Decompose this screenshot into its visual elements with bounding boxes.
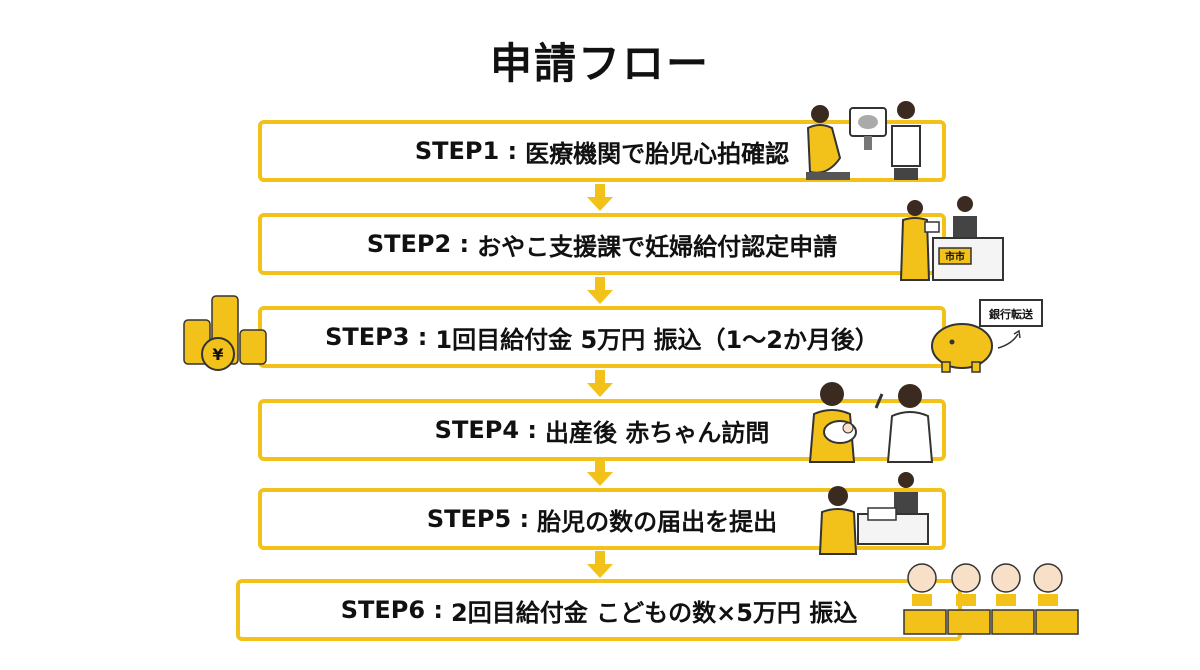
step-3-text: 1回目給付金 5万円 振込（1〜2か月後） xyxy=(435,325,879,354)
newborn-visit-icon xyxy=(808,382,934,463)
step-2-text: おやこ支援課で妊婦給付認定申請 xyxy=(477,232,838,261)
arrow-down-icon xyxy=(587,277,613,304)
step-5-text: 胎児の数の届出を提出 xyxy=(537,507,778,536)
step-6-box: STEP6 : 2回目給付金 こどもの数×5万円 振込 xyxy=(236,579,962,641)
step-4-label: STEP4 : xyxy=(434,416,537,444)
city-sign-text: 市市 xyxy=(945,250,965,263)
step-3-box: STEP3 : 1回目給付金 5万円 振込（1〜2か月後） xyxy=(258,306,946,368)
submission-desk-icon xyxy=(818,472,929,555)
city-office-icon: 市市 xyxy=(899,196,1004,281)
step-4-text: 出産後 赤ちゃん訪問 xyxy=(544,418,770,447)
step-2-label: STEP2 : xyxy=(366,230,470,258)
step-3-label: STEP3 : xyxy=(325,323,428,351)
coin-stack-icon: ¥ xyxy=(183,295,267,371)
pregnant-checkup-icon xyxy=(806,101,921,180)
step-5-label: STEP5 : xyxy=(426,505,530,533)
piggy-bank-icon: 銀行転送 xyxy=(931,299,1043,373)
step-6-label: STEP6 : xyxy=(340,596,444,624)
step-2-box: STEP2 : おやこ支援課で妊婦給付認定申請 xyxy=(258,213,946,275)
arrow-down-icon xyxy=(587,184,613,211)
page-title: 申請フロー xyxy=(489,39,710,88)
arrow-down-icon xyxy=(587,370,613,397)
arrow-down-icon xyxy=(587,459,613,486)
step-6-text: 2回目給付金 こどもの数×5万円 振込 xyxy=(451,598,858,627)
babies-cash-icon xyxy=(903,563,1079,635)
arrow-down-icon xyxy=(587,551,613,578)
step-1-text: 医療機関で胎児心拍確認 xyxy=(525,139,790,168)
step-1-label: STEP1 : xyxy=(414,137,518,165)
bank-transfer-text: 銀行転送 xyxy=(989,307,1034,321)
coin-mark-text: ¥ xyxy=(212,345,223,364)
